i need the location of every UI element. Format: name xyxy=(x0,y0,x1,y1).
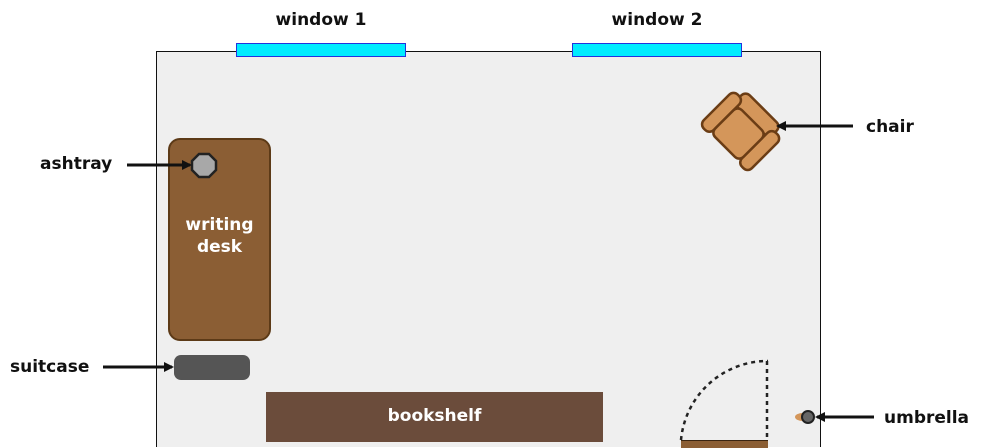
door xyxy=(681,440,768,448)
suitcase-label: suitcase xyxy=(10,357,90,377)
umbrella-label: umbrella xyxy=(884,408,970,428)
window-2 xyxy=(572,43,742,57)
door-swing-icon xyxy=(679,359,769,441)
window-1 xyxy=(236,43,406,57)
window-2-label: window 2 xyxy=(611,10,703,30)
ashtray-label: ashtray xyxy=(40,154,113,174)
chair-icon xyxy=(700,91,781,172)
bookshelf-label: bookshelf xyxy=(387,406,482,426)
window-1-label: window 1 xyxy=(275,10,367,30)
writing-desk xyxy=(168,138,271,341)
umbrella-icon xyxy=(795,410,815,424)
bookshelf xyxy=(266,392,603,442)
chair-label: chair xyxy=(866,117,914,137)
ashtray-icon xyxy=(190,152,218,179)
suitcase xyxy=(174,355,250,380)
